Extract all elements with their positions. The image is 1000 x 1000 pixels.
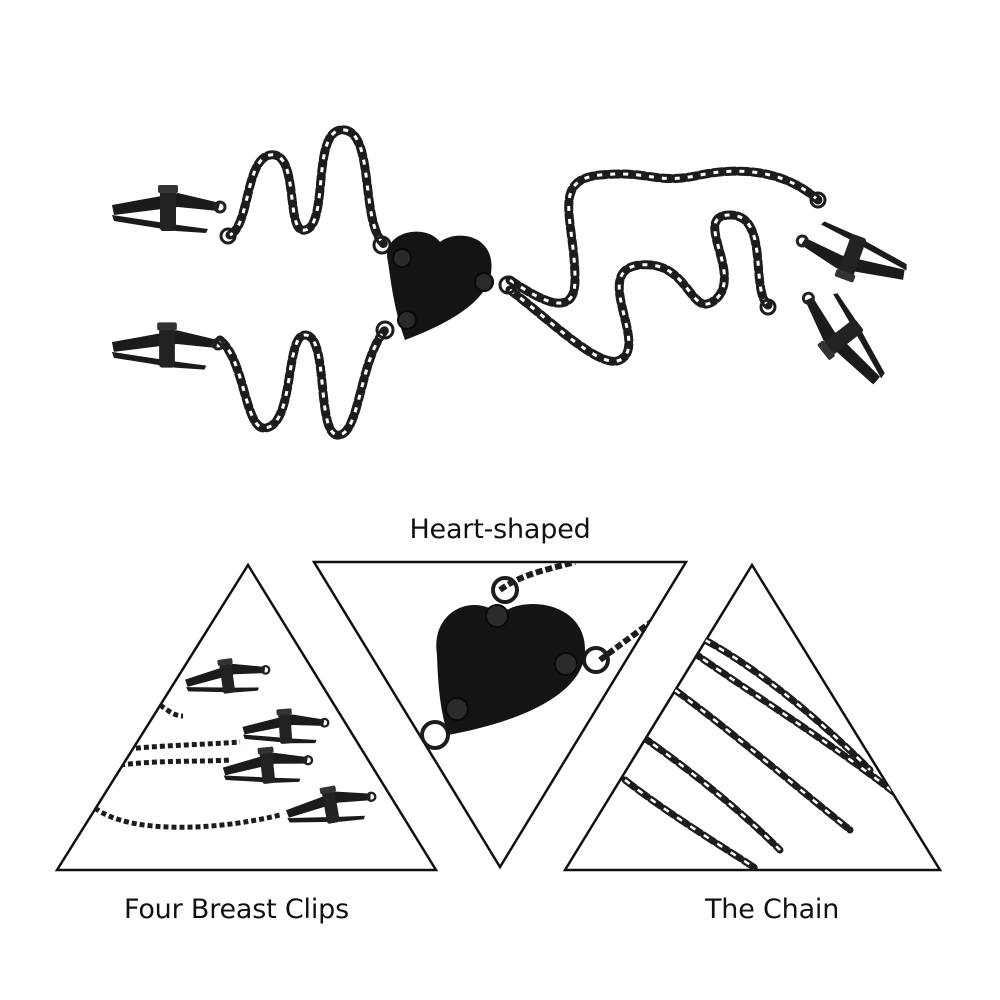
chain-right-upper bbox=[505, 166, 823, 308]
chain-right-lower bbox=[505, 210, 773, 366]
clip-top-right bbox=[788, 213, 915, 300]
caption-the-chain: The Chain bbox=[705, 894, 840, 925]
chain-left-lower bbox=[215, 325, 390, 440]
heart-closeup bbox=[436, 604, 585, 735]
clip-bottom-right bbox=[786, 276, 897, 399]
triangle-panel-heart bbox=[311, 560, 689, 870]
chain-left-upper bbox=[225, 125, 390, 250]
caption-heart-shaped: Heart-shaped bbox=[409, 514, 591, 545]
clip-bottom-left bbox=[110, 322, 225, 372]
full-product-photo bbox=[110, 125, 915, 440]
triangle-panel-clips bbox=[54, 562, 439, 872]
caption-four-breast-clips: Four Breast Clips bbox=[124, 894, 349, 925]
clip-top-left bbox=[110, 185, 227, 235]
